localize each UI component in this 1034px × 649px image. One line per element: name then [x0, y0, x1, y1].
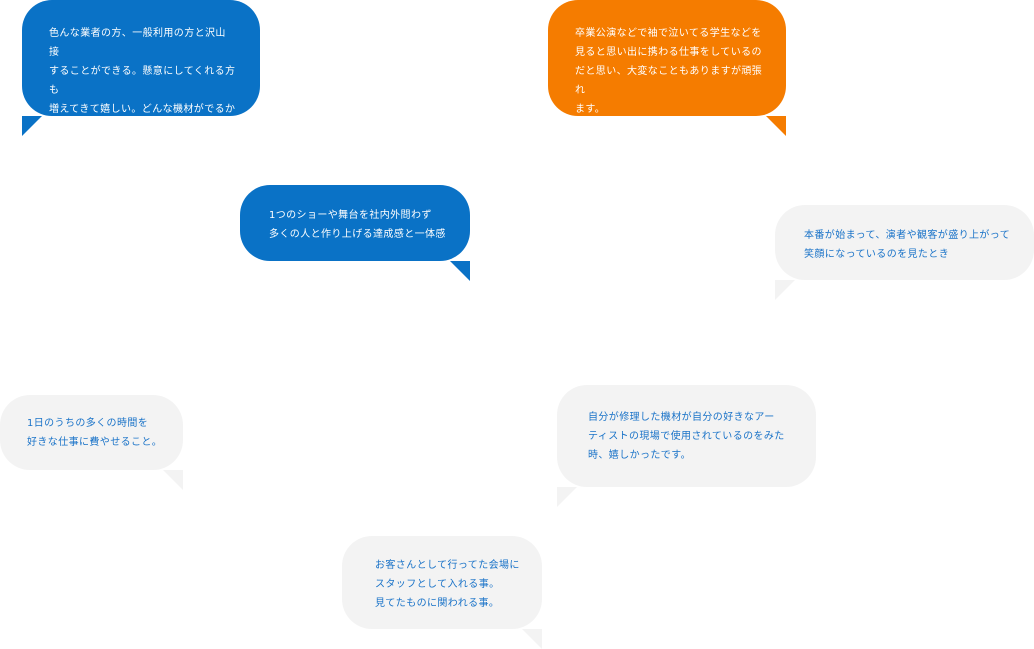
speech-bubble-4: 本番が始まって、演者や観客が盛り上がって 笑顔になっているのを見たとき: [775, 205, 1034, 300]
bubble-text: 1日のうちの多くの時間を 好きな仕事に費やせること。: [27, 418, 163, 448]
speech-bubble-2: 卒業公演などで袖で泣いてる学生などを 見ると思い出に携わる仕事をしているの だと…: [548, 0, 786, 136]
speech-bubble-6: 自分が修理した機材が自分の好きなアー ティストの現場で使用されているのをみた 時…: [557, 385, 816, 507]
bubble-tail: [522, 629, 542, 649]
bubble-tail: [22, 116, 42, 136]
bubble-tail: [557, 487, 577, 507]
bubble-text: 色んな業者の方、一般利用の方と沢山接 することができる。懸意にしてくれる方も 増…: [49, 28, 236, 153]
bubble-tail: [766, 116, 786, 136]
speech-bubble-7: お客さんとして行ってた会場に スタッフとして入れる事。 見てたものに関われる事。: [342, 536, 542, 649]
speech-bubble-5: 1日のうちの多くの時間を 好きな仕事に費やせること。: [0, 395, 183, 490]
bubble-tail: [775, 280, 795, 300]
bubble-tail: [163, 470, 183, 490]
bubble-text: 本番が始まって、演者や観客が盛り上がって 笑顔になっているのを見たとき: [804, 230, 1011, 260]
speech-bubble-3: 1つのショーや舞台を社内外問わず 多くの人と作り上げる達成感と一体感: [240, 185, 470, 281]
speech-bubble-1: 色んな業者の方、一般利用の方と沢山接 することができる。懸意にしてくれる方も 増…: [22, 0, 260, 153]
bubble-text: 卒業公演などで袖で泣いてる学生などを 見ると思い出に携わる仕事をしているの だと…: [575, 28, 763, 115]
bubble-text: 1つのショーや舞台を社内外問わず 多くの人と作り上げる達成感と一体感: [269, 210, 446, 240]
bubble-tail: [450, 261, 470, 281]
bubble-text: 自分が修理した機材が自分の好きなアー ティストの現場で使用されているのをみた 時…: [588, 412, 785, 461]
bubble-text: お客さんとして行ってた会場に スタッフとして入れる事。 見てたものに関われる事。: [375, 560, 520, 609]
